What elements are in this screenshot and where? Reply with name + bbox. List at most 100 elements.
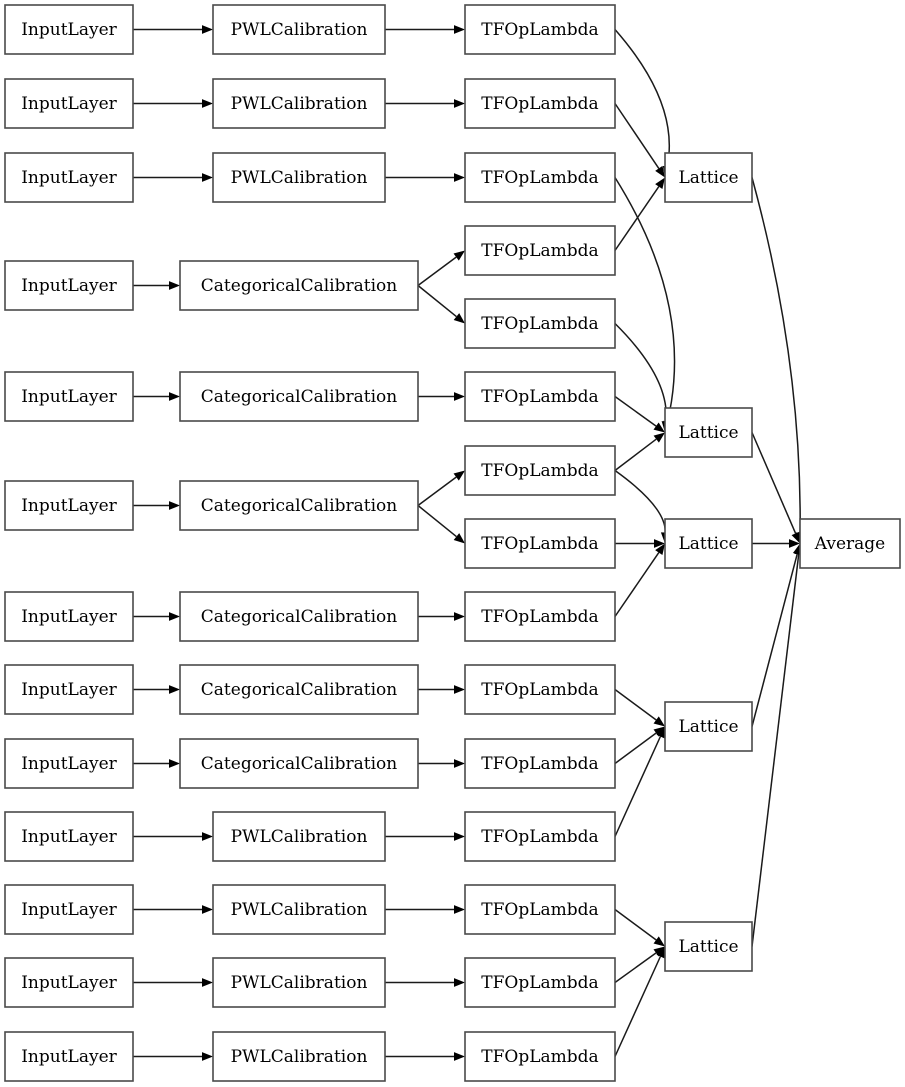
node-op12[interactable]: TFOpLambda: [464, 811, 616, 862]
node-label: PWLCalibration: [231, 1047, 368, 1067]
edge: [385, 99, 465, 108]
edge: [751, 177, 805, 544]
node-in11[interactable]: InputLayer: [4, 884, 134, 935]
node-in12[interactable]: InputLayer: [4, 957, 134, 1008]
node-in3[interactable]: InputLayer: [4, 152, 134, 203]
edge: [418, 759, 465, 768]
node-box: [212, 811, 386, 862]
node-cal11[interactable]: PWLCalibration: [212, 884, 386, 935]
node-cal10[interactable]: PWLCalibration: [212, 811, 386, 862]
edge: [614, 946, 665, 984]
node-box: [464, 445, 616, 496]
node-op15[interactable]: TFOpLambda: [464, 1031, 616, 1082]
node-lat2[interactable]: Lattice: [664, 407, 753, 458]
node-op14[interactable]: TFOpLambda: [464, 957, 616, 1008]
node-op10[interactable]: TFOpLambda: [464, 664, 616, 715]
node-op1[interactable]: TFOpLambda: [464, 4, 616, 55]
node-op4[interactable]: TFOpLambda: [464, 225, 616, 276]
node-box: [179, 260, 419, 311]
node-cal5[interactable]: CategoricalCalibration: [179, 371, 419, 422]
edge-line: [614, 732, 657, 765]
node-cal13[interactable]: PWLCalibration: [212, 1031, 386, 1082]
edge-arrowhead: [454, 759, 465, 768]
node-box: [4, 811, 134, 862]
node-in8[interactable]: InputLayer: [4, 664, 134, 715]
node-label: PWLCalibration: [231, 973, 368, 993]
node-label: TFOpLambda: [481, 900, 598, 920]
node-cal9[interactable]: CategoricalCalibration: [179, 738, 419, 789]
edge-arrowhead: [454, 685, 465, 694]
edge: [133, 281, 180, 290]
node-in7[interactable]: InputLayer: [4, 591, 134, 642]
node-box: [664, 518, 753, 569]
node-cal8[interactable]: CategoricalCalibration: [179, 664, 419, 715]
edge: [614, 469, 670, 544]
node-label: CategoricalCalibration: [201, 496, 397, 516]
node-in1[interactable]: InputLayer: [4, 4, 134, 55]
edge: [133, 832, 213, 841]
node-box: [4, 1031, 134, 1082]
edge: [614, 103, 665, 178]
node-cal7[interactable]: CategoricalCalibration: [179, 591, 419, 642]
node-in10[interactable]: InputLayer: [4, 811, 134, 862]
edge: [385, 1052, 465, 1061]
node-op6[interactable]: TFOpLambda: [464, 371, 616, 422]
node-op8[interactable]: TFOpLambda: [464, 518, 616, 569]
node-in2[interactable]: InputLayer: [4, 78, 134, 129]
edge: [615, 539, 665, 548]
node-box: [212, 152, 386, 203]
edge: [417, 470, 465, 507]
node-in5[interactable]: InputLayer: [4, 371, 134, 422]
edge-line: [614, 956, 662, 1057]
node-op5[interactable]: TFOpLambda: [464, 298, 616, 349]
node-box: [464, 78, 616, 129]
node-label: TFOpLambda: [481, 461, 598, 481]
edge-arrowhead: [169, 392, 180, 401]
node-box: [664, 152, 753, 203]
edge-arrowhead: [655, 543, 665, 556]
node-lat1[interactable]: Lattice: [664, 152, 753, 203]
node-cal12[interactable]: PWLCalibration: [212, 957, 386, 1008]
node-avg[interactable]: Average: [799, 518, 901, 569]
node-box: [464, 664, 616, 715]
node-box: [4, 591, 134, 642]
edge-line: [417, 284, 457, 318]
node-in9[interactable]: InputLayer: [4, 738, 134, 789]
edge: [614, 726, 665, 837]
node-in4[interactable]: InputLayer: [4, 260, 134, 311]
edge-arrowhead: [453, 533, 465, 544]
node-cal4[interactable]: CategoricalCalibration: [179, 260, 419, 311]
edge-arrowhead: [453, 470, 465, 481]
edge: [614, 688, 665, 727]
node-cal6[interactable]: CategoricalCalibration: [179, 480, 419, 531]
node-box: [4, 884, 134, 935]
node-cal2[interactable]: PWLCalibration: [212, 78, 386, 129]
node-op13[interactable]: TFOpLambda: [464, 884, 616, 935]
node-label: CategoricalCalibration: [201, 276, 397, 296]
node-op3[interactable]: TFOpLambda: [464, 152, 616, 203]
node-op2[interactable]: TFOpLambda: [464, 78, 616, 129]
node-box: [464, 811, 616, 862]
node-cal3[interactable]: PWLCalibration: [212, 152, 386, 203]
edge: [133, 25, 213, 34]
node-layer: InputLayerInputLayerInputLayerInputLayer…: [4, 4, 901, 1082]
node-lat5[interactable]: Lattice: [664, 921, 753, 972]
edge-arrowhead: [454, 905, 465, 914]
node-op11[interactable]: TFOpLambda: [464, 738, 616, 789]
node-box: [464, 957, 616, 1008]
node-op9[interactable]: TFOpLambda: [464, 591, 616, 642]
node-lat3[interactable]: Lattice: [664, 518, 753, 569]
edge-line: [614, 177, 676, 422]
node-in13[interactable]: InputLayer: [4, 1031, 134, 1082]
node-label: InputLayer: [21, 680, 117, 700]
node-in6[interactable]: InputLayer: [4, 480, 134, 531]
node-label: TFOpLambda: [481, 680, 598, 700]
node-label: TFOpLambda: [481, 387, 598, 407]
node-label: TFOpLambda: [481, 241, 598, 261]
node-cal1[interactable]: PWLCalibration: [212, 4, 386, 55]
edge: [614, 177, 665, 251]
node-op7[interactable]: TFOpLambda: [464, 445, 616, 496]
node-box: [464, 371, 616, 422]
node-lat4[interactable]: Lattice: [664, 701, 753, 752]
node-label: InputLayer: [21, 168, 117, 188]
